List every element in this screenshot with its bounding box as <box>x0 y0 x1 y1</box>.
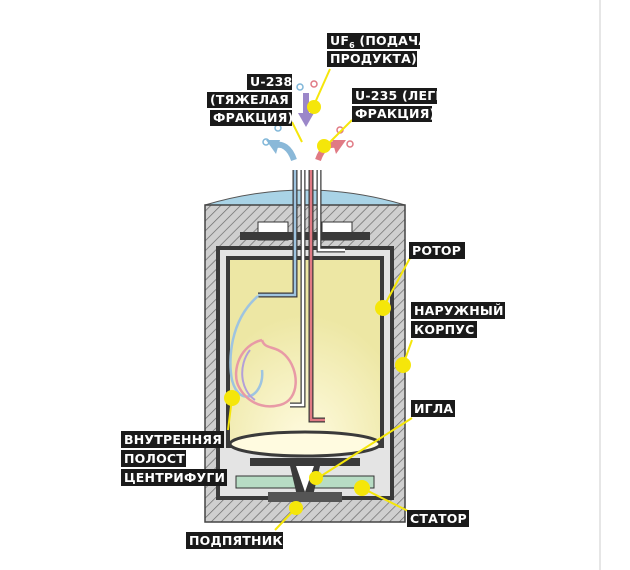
svg-text:ФРАКЦИЯ): ФРАКЦИЯ) <box>355 106 435 121</box>
svg-text:ПОЛОСТЬ: ПОЛОСТЬ <box>124 451 195 466</box>
mixed-flow-line <box>241 349 256 401</box>
feed-arrow <box>298 93 314 127</box>
label-uf6: UF6 (ПОДАЧА ПРОДУКТА) <box>327 33 428 67</box>
marker-rotor <box>375 300 391 316</box>
svg-text:ПРОДУКТА): ПРОДУКТА) <box>330 51 417 66</box>
svg-text:НАРУЖНЫЙ: НАРУЖНЫЙ <box>414 303 504 318</box>
label-needle: ИГЛА <box>411 400 455 417</box>
svg-text:РОТОР: РОТОР <box>412 243 461 258</box>
svg-text:ЦЕНТРИФУГИ: ЦЕНТРИФУГИ <box>124 470 225 485</box>
svg-text:КОРПУС: КОРПУС <box>414 322 474 337</box>
label-bearing: ПОДПЯТНИК <box>186 532 283 549</box>
heavy-fraction-arrow <box>266 140 297 162</box>
heavy-flow-line <box>229 295 264 398</box>
light-flow-line <box>234 338 297 408</box>
needle <box>296 466 314 492</box>
label-u238: U-238 (ТЯЖЕЛАЯ ФРАКЦИЯ) <box>207 74 293 126</box>
svg-text:СТАТОР: СТАТОР <box>410 511 467 526</box>
svg-text:UF6 (ПОДАЧА: UF6 (ПОДАЧА <box>330 33 428 50</box>
label-stator: СТАТОР <box>407 510 469 527</box>
right-margin <box>600 0 630 570</box>
marker-bearing <box>289 501 303 515</box>
svg-text:ИГЛА: ИГЛА <box>414 401 453 416</box>
marker-light <box>317 139 331 153</box>
marker-stator <box>354 480 370 496</box>
label-u235: U-235 (ЛЕГКАЯ ФРАКЦИЯ) <box>352 88 466 122</box>
svg-text:ВНУТРЕННЯЯ: ВНУТРЕННЯЯ <box>124 432 222 447</box>
marker-needle <box>309 471 323 485</box>
svg-text:ПОДПЯТНИК: ПОДПЯТНИК <box>189 533 283 548</box>
svg-text:U-235 (ЛЕГКАЯ: U-235 (ЛЕГКАЯ <box>355 88 466 103</box>
svg-text:U-238: U-238 <box>250 74 292 89</box>
label-casing: НАРУЖНЫЙ КОРПУС <box>411 302 505 338</box>
marker-cavity <box>224 390 240 406</box>
svg-text:(ТЯЖЕЛАЯ: (ТЯЖЕЛАЯ <box>210 92 289 107</box>
base-plate <box>235 502 375 514</box>
label-rotor: РОТОР <box>409 242 465 259</box>
marker-feed <box>307 100 321 114</box>
label-cavity: ВНУТРЕННЯЯ ПОЛОСТЬ ЦЕНТРИФУГИ <box>121 431 227 486</box>
internal-tubes <box>258 170 345 423</box>
rotor-bottom <box>228 430 382 458</box>
marker-casing <box>395 357 411 373</box>
svg-text:ФРАКЦИЯ): ФРАКЦИЯ) <box>213 110 293 125</box>
bearing-base <box>268 492 342 502</box>
lower-plate <box>250 458 360 466</box>
markers <box>224 100 411 515</box>
